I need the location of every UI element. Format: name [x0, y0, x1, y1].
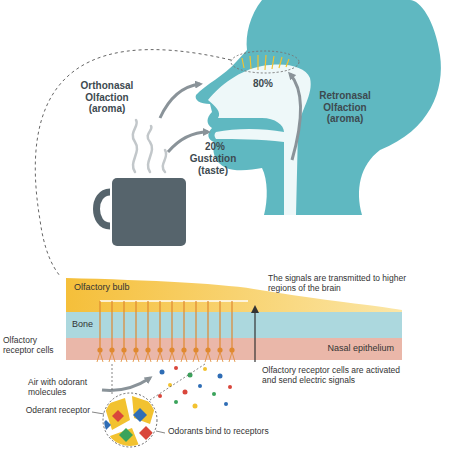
receptor-cell-body — [205, 347, 210, 352]
cilia — [121, 352, 127, 362]
cilia — [97, 352, 103, 362]
receptor-cell-body — [133, 347, 138, 352]
percentage-label: 80% — [245, 78, 281, 90]
receptor-cell-body — [193, 347, 198, 352]
olfactory-bulb-shape — [66, 278, 402, 312]
mug-handle — [97, 192, 111, 226]
leader-line — [92, 412, 104, 414]
text-label: Olfactory receptor cells — [3, 336, 63, 356]
receptor-axon — [183, 301, 184, 352]
receptor-axon — [231, 301, 232, 352]
receptor-axon — [147, 301, 148, 352]
receptor-cell-body — [217, 347, 222, 352]
receptor-axon — [171, 301, 172, 352]
receptor-axon — [195, 301, 196, 352]
orthonasal-arrow — [160, 84, 200, 118]
epithelium-band — [66, 338, 402, 360]
cilia — [229, 352, 235, 362]
text-label: Olfactory receptor cells are activated a… — [262, 366, 412, 386]
text-label: Air with odorant molecules — [28, 378, 100, 398]
text-label: Retronasal Olfaction (aroma) — [308, 90, 382, 125]
text-label: Orthonasal Olfaction (aroma) — [70, 80, 144, 115]
cilia — [193, 352, 199, 362]
nasal-cavity — [208, 65, 311, 216]
text-label: The signals are transmitted to higher re… — [268, 274, 418, 294]
cilia — [109, 352, 115, 362]
receptor-cell-body — [157, 347, 162, 352]
receptor-axon — [111, 301, 112, 352]
node-text: Nasal epithelium — [66, 343, 394, 353]
gustation-arrow — [168, 132, 208, 152]
receptor-cell-body — [109, 347, 114, 352]
olfactory-fibers — [242, 55, 289, 70]
receptor-axon — [123, 301, 124, 352]
bone-layer: Bone — [66, 312, 402, 338]
text-label: Oderant receptor — [6, 406, 90, 416]
receptor-cell-body — [229, 347, 234, 352]
signal-arrow — [254, 308, 255, 362]
receptor-cells — [97, 301, 248, 362]
leader-line — [156, 431, 165, 433]
receptor-cell-body — [181, 347, 186, 352]
node-text: Bone — [72, 319, 402, 329]
mug — [112, 178, 186, 246]
nerve-fiber — [100, 300, 248, 301]
cilia — [217, 352, 223, 362]
olfactory-bulb: Olfactory bulb — [66, 278, 402, 312]
olfactory-region — [231, 51, 299, 73]
cilia — [157, 352, 163, 362]
receptor-axon — [135, 301, 136, 352]
receptor-cell-body — [121, 347, 126, 352]
text-label: Gustation (taste) — [176, 153, 250, 176]
receptor-cell-body — [97, 347, 102, 352]
cilia — [145, 352, 151, 362]
cilia — [133, 352, 139, 362]
receptor-detail — [101, 396, 156, 450]
receptor-axon — [159, 301, 160, 352]
head-silhouette — [196, 0, 441, 215]
text-label: Odorants bind to receptors — [168, 427, 308, 437]
receptor-cell-body — [145, 347, 150, 352]
percentage-label: 20% — [198, 141, 232, 153]
bone-band — [66, 312, 402, 338]
odorant-molecules — [158, 366, 232, 409]
receptor-axon — [207, 301, 208, 352]
air-arrow — [102, 378, 150, 391]
steam — [133, 120, 166, 172]
receptor-cell-body — [169, 347, 174, 352]
nasal-epithelium: Nasal epithelium — [66, 338, 402, 360]
cilia — [205, 352, 211, 362]
receptor-axon — [99, 301, 100, 352]
node-text: Olfactory bulb — [74, 282, 402, 292]
retronasal-arrow — [290, 74, 301, 160]
receptor-axon — [219, 301, 220, 352]
cilia — [181, 352, 187, 362]
cilia — [169, 352, 175, 362]
